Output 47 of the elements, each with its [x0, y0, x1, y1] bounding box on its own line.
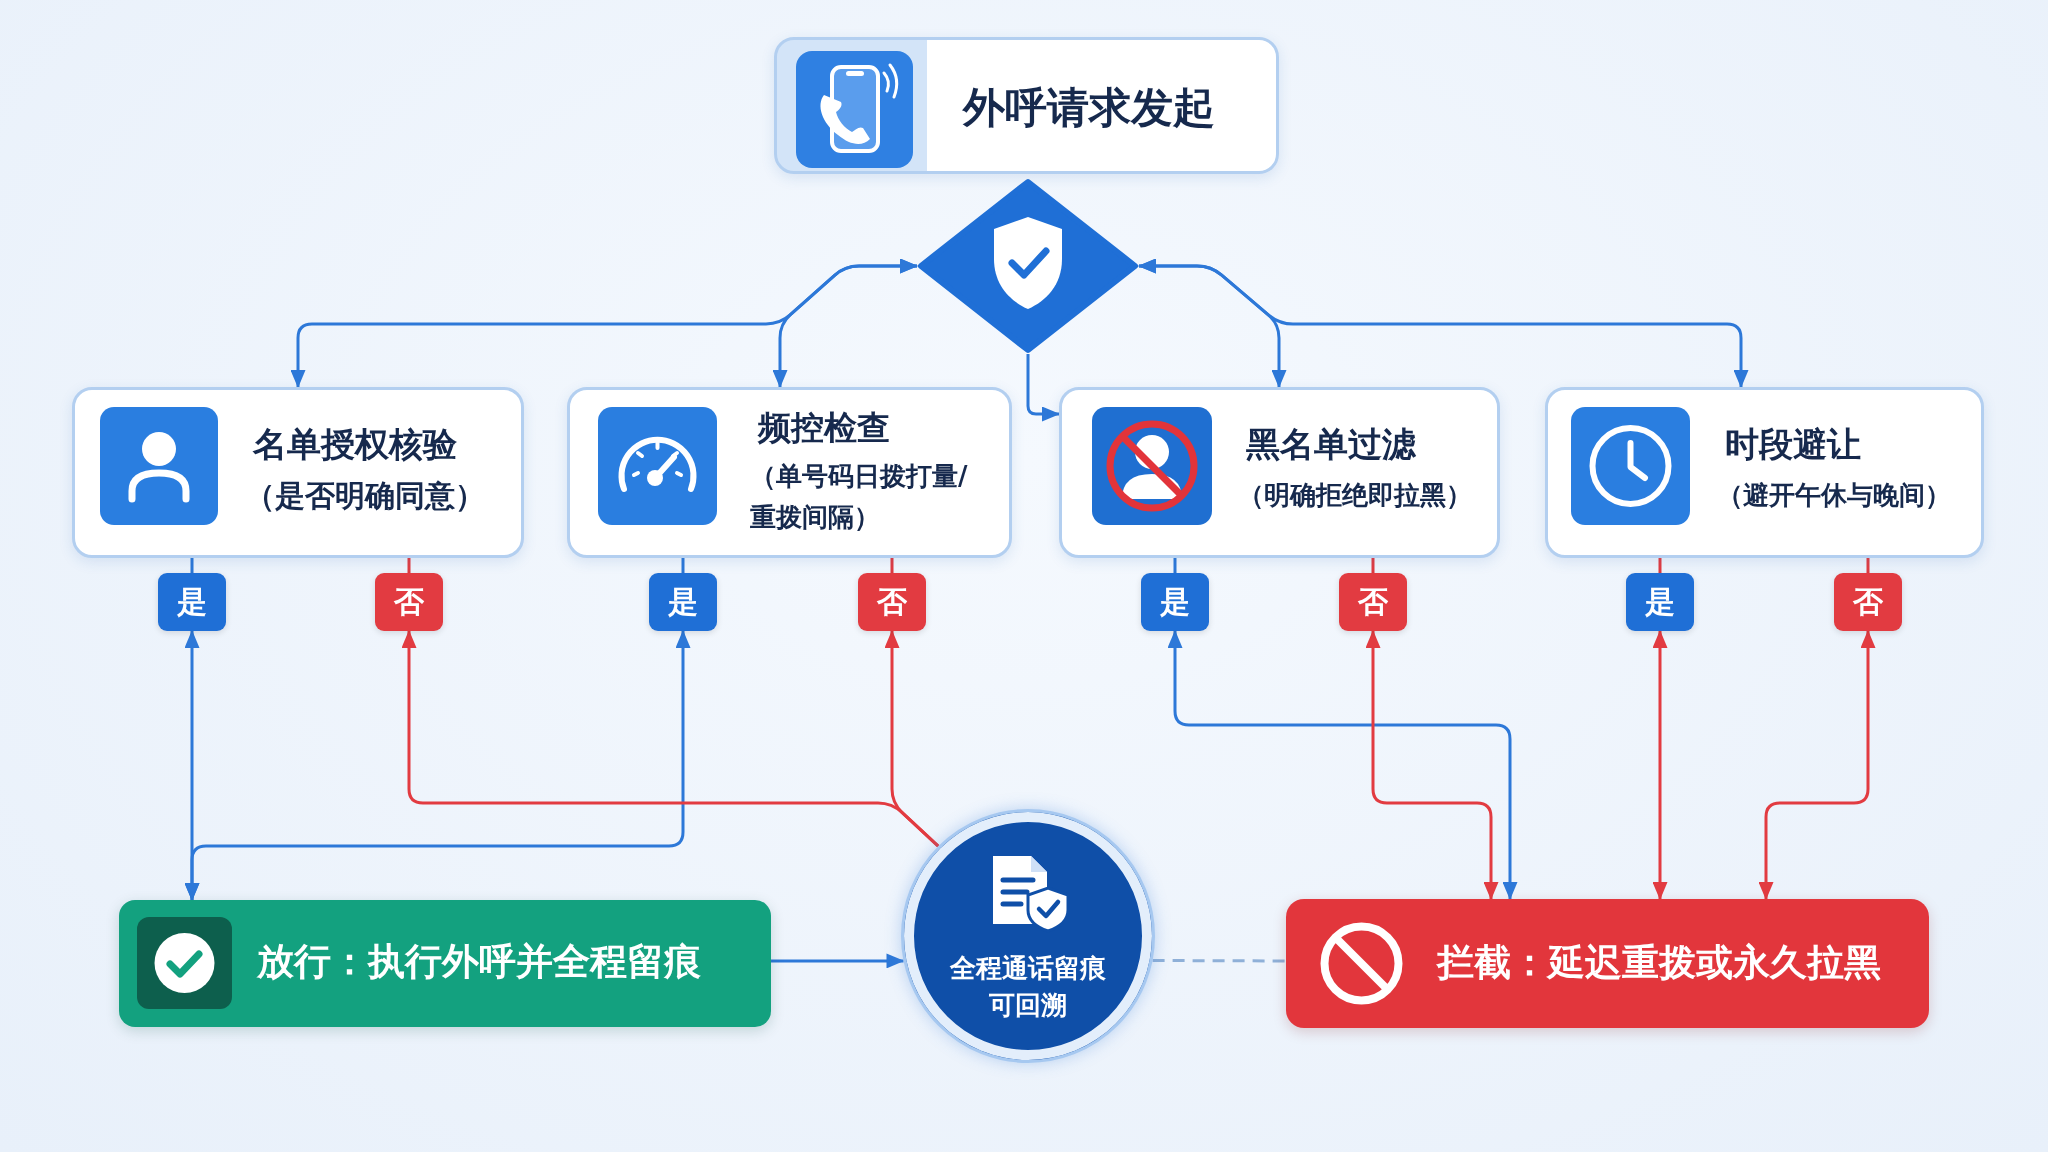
check-card [1059, 387, 1500, 558]
check-description: （避开午休与晚间） [1717, 480, 1951, 512]
connector-line [681, 558, 685, 573]
no-badge: 否 [1834, 573, 1902, 631]
check-title: 名单授权核验 [253, 424, 457, 465]
block-banner [1286, 899, 1929, 1028]
arrow [1167, 630, 1518, 900]
check-description: （明确拒绝即拉黑） [1238, 480, 1472, 512]
arrow [771, 953, 905, 969]
no-badge: 否 [375, 573, 443, 631]
yes-badge: 是 [1141, 573, 1209, 631]
arrow [1138, 258, 1749, 388]
yes-badge: 是 [1626, 573, 1694, 631]
arrow [772, 258, 918, 388]
connector-line [1866, 558, 1870, 573]
check-card [72, 387, 524, 558]
decision-diamond [917, 178, 1139, 354]
connector-line [890, 558, 894, 573]
no-badge: 否 [858, 573, 926, 631]
connector-line [190, 558, 194, 573]
check-description: （单号码日拨打量/重拨间隔） [750, 460, 969, 534]
connector-line [1371, 558, 1375, 573]
arrow [884, 630, 940, 848]
arrow [1026, 354, 1060, 422]
result-text: 放行：执行外呼并全程留痕 [257, 940, 701, 985]
connector-line [1658, 558, 1662, 573]
arrow [1758, 630, 1876, 900]
no-badge: 否 [1339, 573, 1407, 631]
arrow [1652, 630, 1668, 900]
check-title: 黑名单过滤 [1246, 424, 1416, 465]
yes-badge: 是 [649, 573, 717, 631]
connector-line [407, 558, 411, 573]
connector-line [1173, 558, 1177, 573]
check-card [1545, 387, 1984, 558]
record-text: 全程通话留痕可回溯 [949, 952, 1107, 1022]
check-description: （是否明确同意） [245, 478, 485, 514]
arrow [184, 630, 691, 901]
dashed-line [1152, 959, 1286, 963]
yes-badge: 是 [158, 573, 226, 631]
arrow [1365, 630, 1499, 900]
start-card [774, 37, 1279, 174]
result-text: 拦截：延迟重拨或永久拉黑 [1437, 941, 1881, 986]
check-title: 频控检查 [758, 408, 890, 448]
check-title: 时段避让 [1725, 424, 1861, 465]
pass-banner [119, 900, 771, 1027]
step-title: 外呼请求发起 [963, 83, 1215, 134]
check-card [567, 387, 1012, 558]
